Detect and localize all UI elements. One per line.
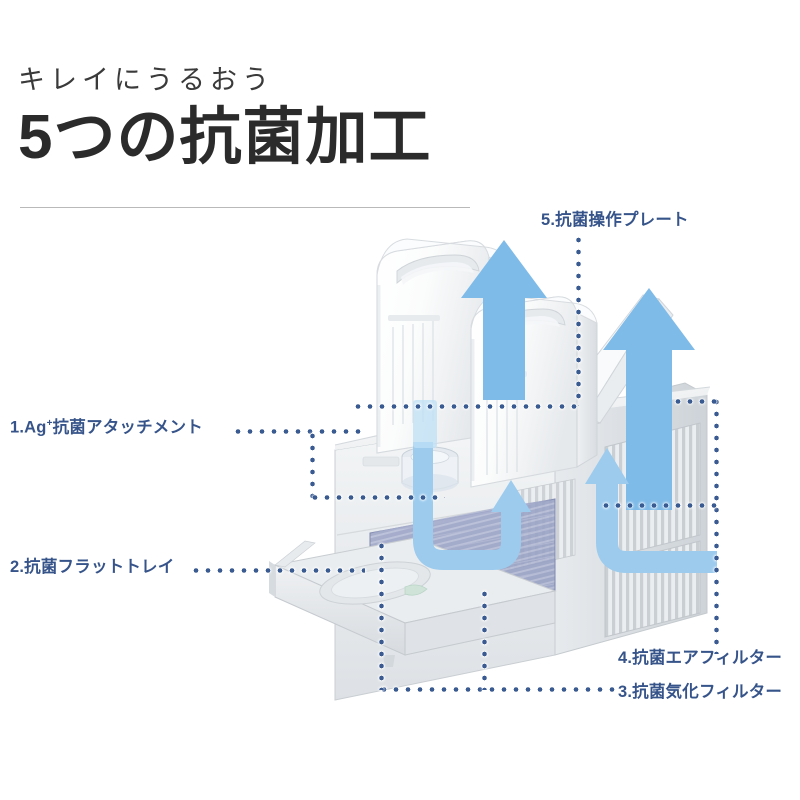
callout-label-2[interactable]: 2.抗菌フラットトレイ: [10, 558, 175, 576]
leader-5-h: [352, 403, 578, 410]
callout-label-5[interactable]: 5.抗菌操作プレート: [541, 211, 689, 229]
callout-1-text: 1.Ag: [10, 418, 47, 437]
ag-antibacterial-attachment: [401, 446, 459, 492]
callout-1-tail: 抗菌アタッチメント: [52, 418, 203, 437]
leader-3-h: [378, 686, 616, 693]
callout-label-1[interactable]: 1.Ag+抗菌アタッチメント: [10, 419, 203, 436]
leader-1-h2: [309, 494, 445, 501]
leader-4-v: [713, 396, 720, 654]
ag-plus-superscript: +: [46, 418, 53, 429]
leader-1-v: [309, 430, 316, 500]
leader-4-h-branch: [600, 502, 718, 509]
callout-label-3[interactable]: 3.抗菌気化フィルター: [618, 683, 783, 701]
leader-2-h: [190, 567, 365, 574]
product-illustration: [255, 235, 725, 715]
title-divider: [20, 207, 470, 208]
page-title: 5つの抗菌加工: [18, 102, 432, 172]
title-subtitle: キレイにうるおう: [18, 65, 274, 95]
air-filter-grille: [604, 422, 701, 638]
title-block: キレイにうるおう 5つの抗菌加工: [18, 65, 488, 173]
leader-4-h-top: [672, 398, 718, 405]
leader-3-v-left: [378, 540, 385, 690]
leader-1-h1: [232, 428, 364, 435]
leader-3-v-right: [481, 588, 488, 690]
callout-label-4[interactable]: 4.抗菌エアフィルター: [618, 649, 783, 667]
leader-5-v: [575, 234, 582, 406]
body-label-plate: [362, 456, 400, 467]
